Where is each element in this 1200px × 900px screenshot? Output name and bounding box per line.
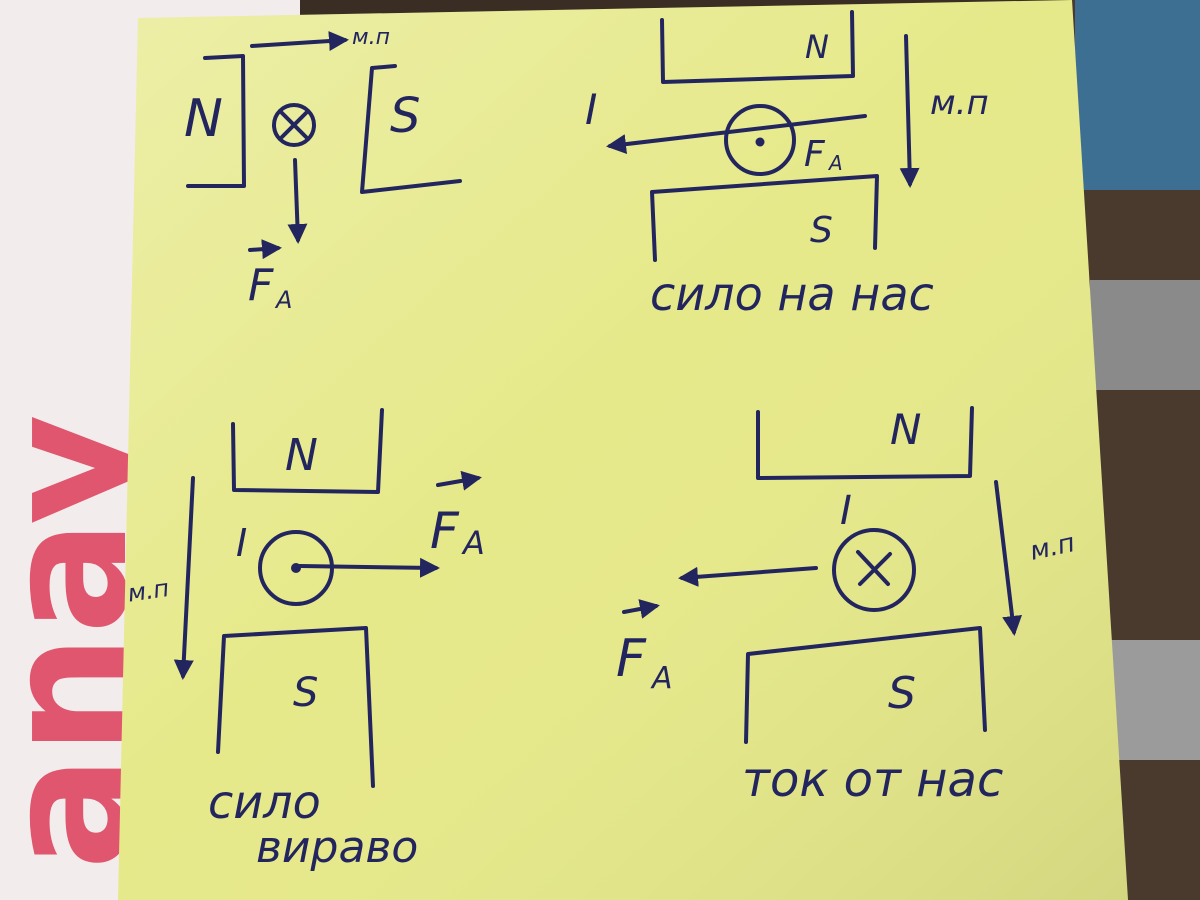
magnet-n-bracket <box>660 10 855 84</box>
force-subscript: A <box>461 524 485 562</box>
current-into-page-symbol <box>272 103 316 147</box>
background-photo-sky <box>1075 0 1200 190</box>
force-subscript: A <box>274 286 292 314</box>
pole-n-label: N <box>285 430 318 481</box>
current-arrow <box>606 114 867 155</box>
field-arrow <box>899 34 920 188</box>
caption: ток от нас <box>742 752 1003 808</box>
magnet-s-bracket <box>744 626 987 744</box>
background-photo-building <box>1090 280 1200 390</box>
diagram-2: N S м.п I F A сило на нас <box>585 10 989 321</box>
pole-s-label: S <box>390 88 420 144</box>
current-label: I <box>585 85 597 134</box>
pole-n-label: N <box>184 89 223 149</box>
magnet-n-bracket <box>186 54 246 188</box>
magnet-s-bracket <box>650 174 879 262</box>
caption-line-1: сило <box>208 775 321 829</box>
magnet-s-bracket <box>360 64 462 194</box>
current-out-of-page-symbol <box>724 104 796 176</box>
caption-line-2: вираво <box>256 822 418 873</box>
magnet-n-bracket <box>231 408 384 494</box>
pole-s-label: S <box>293 670 318 716</box>
field-arrow <box>250 31 349 52</box>
current-cross-2 <box>280 111 308 139</box>
diagram-1: N S м.п F A <box>184 25 462 314</box>
force-vector-bar <box>622 599 660 619</box>
force-label: F <box>804 134 826 175</box>
force-arrow <box>298 557 440 578</box>
force-subscript: A <box>827 151 843 175</box>
pole-n-label: N <box>805 28 829 66</box>
field-label: м.п <box>352 25 390 50</box>
current-cross-1 <box>856 550 890 586</box>
force-vector-bar <box>436 470 482 491</box>
magnet-s-bracket <box>216 626 375 788</box>
pole-s-label: S <box>888 668 916 719</box>
current-into-page-symbol <box>832 528 916 612</box>
pole-n-label: N <box>890 405 921 454</box>
force-label: F <box>430 502 460 560</box>
magnet-n-bracket <box>756 406 974 480</box>
diagram-4: N S м.п I F A ток от нас <box>616 405 1077 808</box>
current-cross-2 <box>858 552 892 586</box>
field-label: м.п <box>126 574 171 607</box>
current-label: I <box>236 521 247 565</box>
caption: сило на нас <box>650 267 934 321</box>
field-arrow <box>173 476 195 680</box>
force-arrow <box>287 158 308 244</box>
force-label: F <box>616 629 647 689</box>
pole-s-label: S <box>810 210 833 251</box>
force-subscript: A <box>650 661 673 696</box>
background-photo-building-2 <box>1110 640 1200 760</box>
force-vector-bar <box>248 239 282 260</box>
force-arrow <box>678 566 818 587</box>
current-label: I <box>840 488 852 534</box>
force-label: F <box>248 260 274 311</box>
field-label: м.п <box>930 83 989 123</box>
current-dot <box>755 137 765 147</box>
field-arrow <box>994 480 1023 636</box>
diagram-3: N S м.п I F A сило вираво <box>126 408 485 873</box>
